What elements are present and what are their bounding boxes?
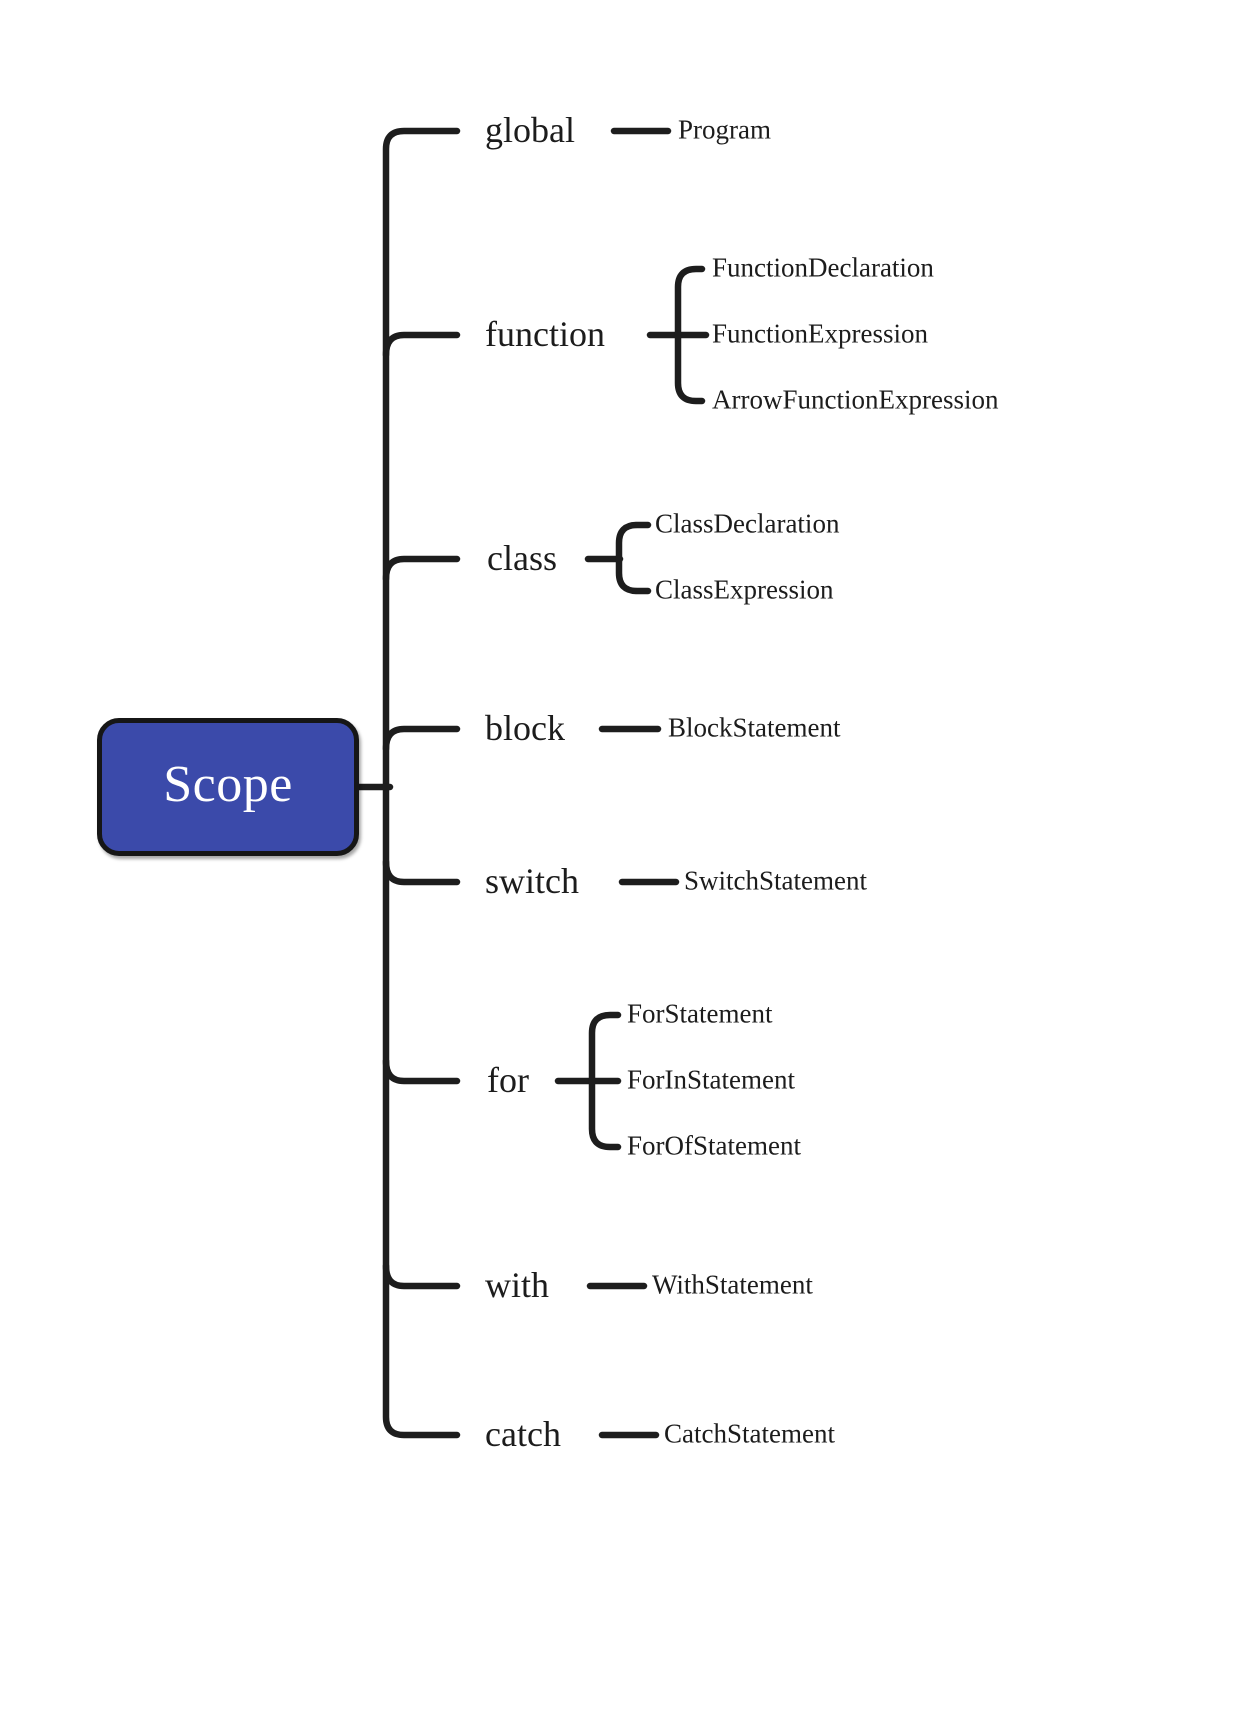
branch-connector-function bbox=[382, 331, 461, 359]
leaf-label-for-in-statement: ForInStatement bbox=[627, 1064, 795, 1095]
branch-label-class: class bbox=[487, 537, 557, 578]
bracket-for bbox=[588, 1011, 622, 1151]
bracket-function bbox=[674, 265, 706, 405]
bracket-class bbox=[615, 521, 652, 595]
branch-label-function: function bbox=[485, 313, 605, 354]
branch-connector-block bbox=[382, 725, 461, 753]
leaf-label-class-expression: ClassExpression bbox=[655, 574, 834, 605]
branch-connector-class bbox=[382, 555, 461, 583]
leaf-label-with-statement: WithStatement bbox=[652, 1269, 813, 1300]
leaf-label-catch-statement: CatchStatement bbox=[664, 1418, 835, 1449]
branch-label-block: block bbox=[485, 707, 565, 748]
trunk-line bbox=[382, 127, 461, 1439]
leaf-label-class-declaration: ClassDeclaration bbox=[655, 508, 840, 539]
leaf-label-arrow-function-expression: ArrowFunctionExpression bbox=[712, 384, 999, 415]
leaf-label-block-statement: BlockStatement bbox=[668, 712, 841, 743]
leaf-label-for-of-statement: ForOfStatement bbox=[627, 1130, 801, 1161]
leaf-label-program: Program bbox=[678, 114, 771, 145]
branch-connector-for bbox=[382, 1057, 461, 1085]
branch-connector-with bbox=[382, 1262, 461, 1290]
leaf-label-function-declaration: FunctionDeclaration bbox=[712, 252, 934, 283]
branch-label-for: for bbox=[487, 1059, 529, 1100]
root-node-label: Scope bbox=[163, 756, 293, 813]
root-node: Scope bbox=[97, 718, 359, 856]
branch-connector-switch bbox=[382, 858, 461, 886]
leaf-label-for-statement: ForStatement bbox=[627, 998, 773, 1029]
branch-label-with: with bbox=[485, 1264, 550, 1305]
branch-label-switch: switch bbox=[485, 860, 579, 901]
branch-label-catch: catch bbox=[485, 1413, 561, 1454]
leaf-label-switch-statement: SwitchStatement bbox=[684, 865, 867, 896]
leaf-label-function-expression: FunctionExpression bbox=[712, 318, 928, 349]
branch-label-global: global bbox=[485, 109, 575, 150]
